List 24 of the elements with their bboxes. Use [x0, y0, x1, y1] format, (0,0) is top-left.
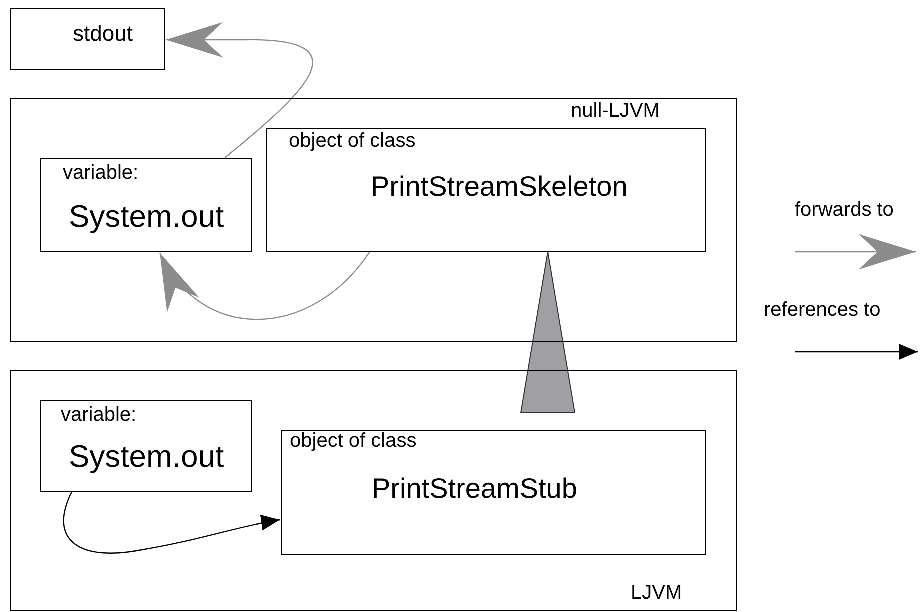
arrow: [159, 252, 370, 320]
arrow: [166, 22, 314, 158]
box-label: System.out: [69, 201, 224, 232]
box-label: null-LJVM: [571, 101, 660, 121]
box-label: stdout: [73, 23, 133, 45]
box: [10, 370, 737, 611]
arrow: [63, 492, 280, 554]
box: [10, 98, 737, 342]
box: [281, 430, 706, 555]
box: [10, 8, 165, 70]
box-heading: object of class: [289, 131, 416, 151]
box-heading: variable:: [61, 405, 137, 425]
box-label: PrintStreamSkeleton: [371, 173, 628, 201]
legend-label: forwards to: [795, 200, 894, 220]
box-label: PrintStreamStub: [372, 475, 578, 503]
triangle-arrow: [520, 252, 576, 414]
box-heading: object of class: [290, 431, 417, 451]
legend-label: references to: [764, 300, 881, 320]
box: [266, 128, 706, 252]
box-heading: variable:: [63, 163, 139, 183]
box: [40, 400, 252, 492]
box-label: System.out: [69, 441, 224, 472]
box: [40, 158, 252, 252]
box-label: LJVM: [631, 583, 682, 603]
